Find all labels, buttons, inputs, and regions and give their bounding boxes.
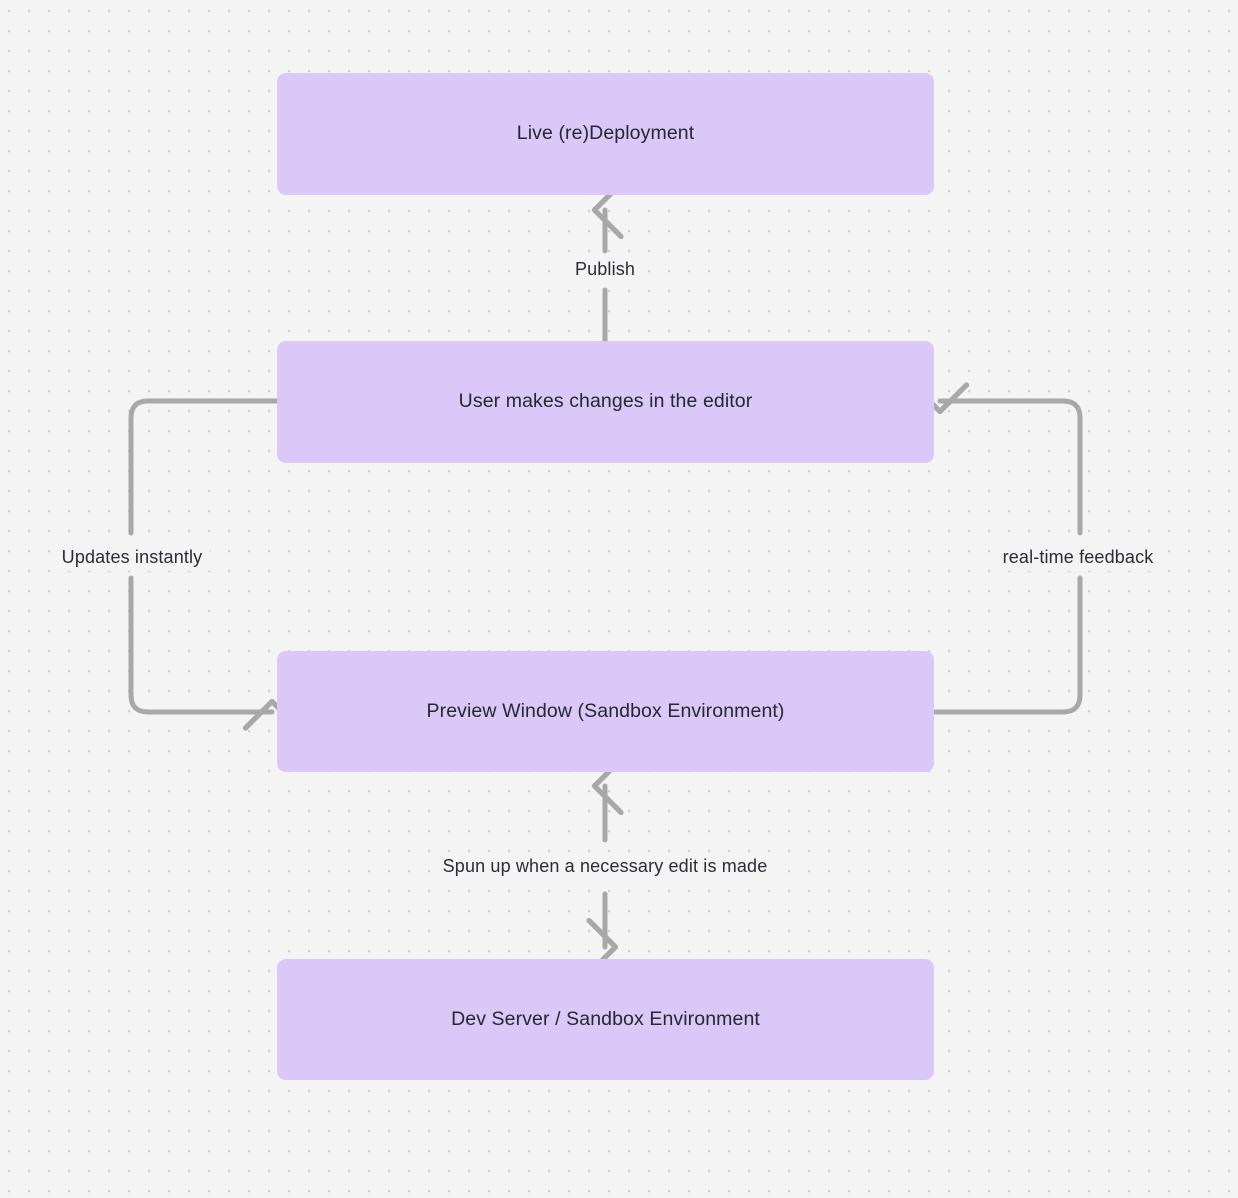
node-live-deployment[interactable]: Live (re)Deployment [277,73,934,195]
edge-label-real-time-feedback: real-time feedback [995,543,1161,571]
node-live-deployment-label: Live (re)Deployment [516,122,695,145]
node-user-edits-label: User makes changes in the editor [458,390,753,413]
node-preview-window-label: Preview Window (Sandbox Environment) [426,699,785,722]
node-preview-window[interactable]: Preview Window (Sandbox Environment) [277,651,934,772]
node-dev-server-label: Dev Server / Sandbox Environment [451,1007,760,1030]
edge-label-publish: Publish [567,255,643,283]
node-user-edits[interactable]: User makes changes in the editor [277,341,934,463]
edge-label-updates-instantly: Updates instantly [54,543,210,571]
edge-label-spun-up: Spun up when a necessary edit is made [435,852,775,880]
node-dev-server[interactable]: Dev Server / Sandbox Environment [277,959,934,1080]
